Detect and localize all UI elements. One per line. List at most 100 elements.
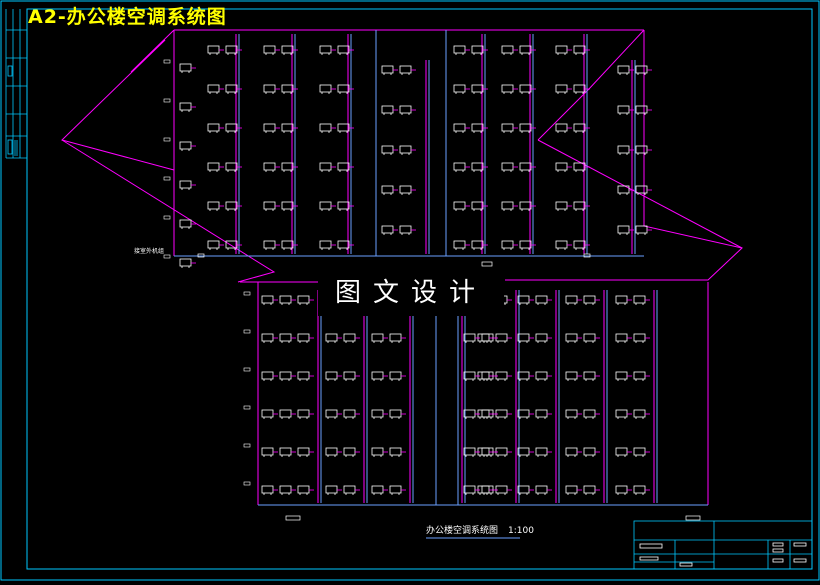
indoor-unit	[477, 333, 494, 343]
indoor-unit	[463, 333, 480, 343]
indoor-unit	[179, 219, 196, 229]
indoor-unit	[633, 371, 650, 381]
indoor-unit	[337, 123, 354, 133]
indoor-unit	[463, 409, 480, 419]
base-lines	[174, 30, 708, 539]
indoor-unit	[279, 371, 296, 381]
indoor-unit	[399, 185, 416, 195]
riser-pipe	[425, 60, 430, 254]
indoor-unit	[399, 145, 416, 155]
indoor-unit	[325, 333, 342, 343]
indoor-unit	[225, 201, 242, 211]
indoor-unit	[225, 45, 242, 55]
drawing-title: A2-办公楼空调系统图	[28, 6, 227, 28]
indoor-unit	[583, 371, 600, 381]
indoor-unit	[337, 201, 354, 211]
indoor-unit	[517, 295, 534, 305]
indoor-unit	[325, 447, 342, 457]
indoor-unit	[207, 201, 224, 211]
indoor-unit	[471, 84, 488, 94]
indoor-unit	[399, 225, 416, 235]
indoor-unit	[399, 105, 416, 115]
indoor-unit	[517, 333, 534, 343]
indoor-unit	[263, 45, 280, 55]
indoor-unit	[179, 180, 196, 190]
indoor-unit	[453, 45, 470, 55]
riser-pipe	[529, 34, 534, 254]
indoor-unit	[481, 485, 498, 495]
indoor-unit	[617, 185, 634, 195]
indoor-unit	[617, 105, 634, 115]
indoor-unit	[471, 201, 488, 211]
indoor-unit	[501, 123, 518, 133]
riser-pipe	[555, 290, 560, 503]
indoor-unit	[281, 201, 298, 211]
indoor-unit	[279, 409, 296, 419]
indoor-unit	[207, 84, 224, 94]
indoor-unit	[535, 295, 552, 305]
indoor-unit	[297, 447, 314, 457]
indoor-unit	[633, 409, 650, 419]
indoor-unit	[495, 333, 512, 343]
indoor-unit	[617, 145, 634, 155]
indoor-unit	[565, 295, 582, 305]
indoor-unit	[573, 84, 590, 94]
indoor-unit	[583, 333, 600, 343]
indoor-unit	[371, 447, 388, 457]
indoor-unit	[261, 295, 278, 305]
riser-pipe	[631, 60, 636, 254]
indoor-unit	[263, 201, 280, 211]
indoor-unit	[615, 485, 632, 495]
indoor-unit	[583, 447, 600, 457]
indoor-unit	[453, 84, 470, 94]
indoor-unit	[535, 333, 552, 343]
indoor-unit	[179, 141, 196, 151]
indoor-unit	[573, 201, 590, 211]
indoor-unit	[337, 84, 354, 94]
indoor-unit	[389, 371, 406, 381]
indoor-unit	[535, 409, 552, 419]
indoor-unit	[261, 485, 278, 495]
indoor-unit	[319, 240, 336, 250]
indoor-unit	[583, 295, 600, 305]
indoor-unit	[535, 371, 552, 381]
indoor-unit	[463, 371, 480, 381]
indoor-unit	[573, 123, 590, 133]
indoor-unit	[495, 409, 512, 419]
indoor-unit	[635, 185, 652, 195]
indoor-unit	[343, 333, 360, 343]
indoor-unit	[481, 333, 498, 343]
indoor-unit	[565, 371, 582, 381]
outdoor-unit-label: 接室外机组	[134, 248, 165, 255]
indoor-unit	[263, 123, 280, 133]
pipe-tag	[163, 176, 171, 181]
indoor-unit	[207, 240, 224, 250]
riser-pipe	[291, 34, 296, 254]
indoor-unit	[477, 409, 494, 419]
indoor-unit	[555, 84, 572, 94]
indoor-unit	[463, 485, 480, 495]
indoor-unit	[319, 162, 336, 172]
pipe-tag	[163, 254, 171, 259]
indoor-unit	[555, 240, 572, 250]
indoor-unit	[297, 371, 314, 381]
indoor-unit	[279, 447, 296, 457]
indoor-unit	[535, 485, 552, 495]
riser-pipe	[347, 34, 352, 254]
indoor-unit	[297, 295, 314, 305]
riser-pipe	[317, 290, 322, 503]
indoor-unit	[389, 485, 406, 495]
indoor-unit	[279, 295, 296, 305]
drawing-frame	[26, 8, 813, 570]
indoor-unit	[337, 162, 354, 172]
indoor-unit	[517, 447, 534, 457]
indoor-unit	[381, 225, 398, 235]
indoor-unit	[495, 371, 512, 381]
indoor-unit	[633, 485, 650, 495]
indoor-unit	[297, 409, 314, 419]
pipe-tag	[243, 367, 251, 372]
indoor-unit	[565, 409, 582, 419]
indoor-unit	[635, 65, 652, 75]
indoor-unit	[565, 333, 582, 343]
